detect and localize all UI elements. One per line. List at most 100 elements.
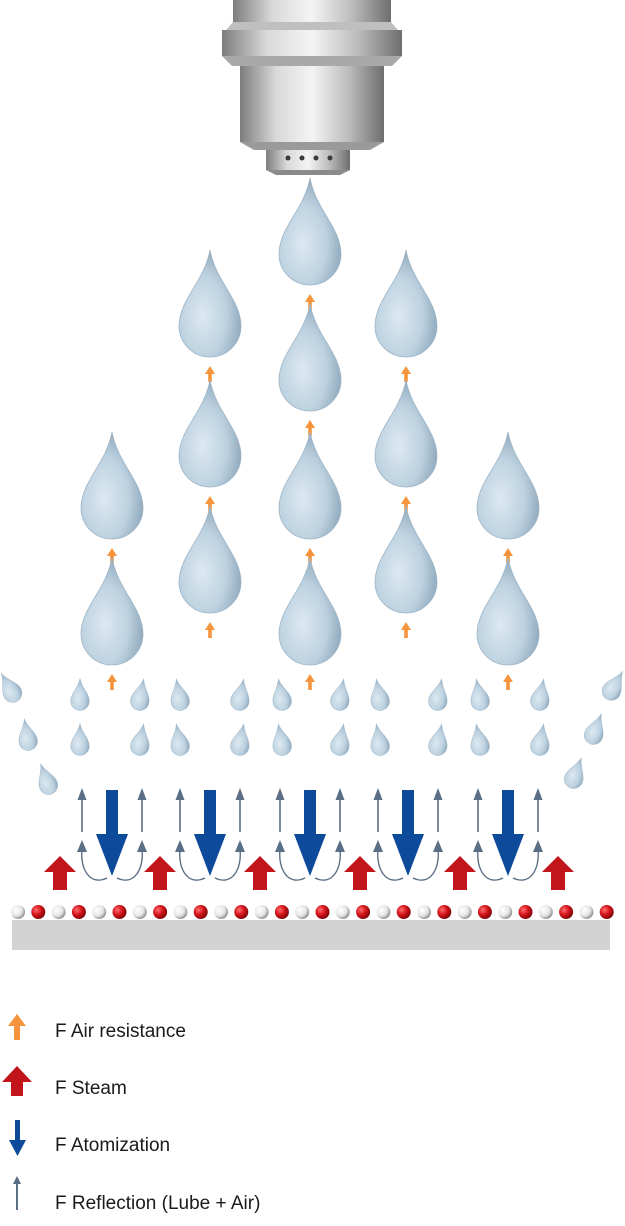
reflection-arrow-head [433,788,443,800]
droplet-icon [428,678,448,711]
legend-item-atomization: F Atomization [0,1118,625,1158]
steam-arrow [44,856,76,890]
reflection-arrow-head [533,788,543,800]
legend-label: F Air resistance [55,1021,186,1042]
reflection-arc [314,847,341,881]
white-particle [335,905,350,919]
air-resistance-arrow [401,496,411,512]
reflection-arrow-head [373,788,383,800]
reflection-arrow-head [175,788,185,800]
white-particle [457,905,472,919]
reflection-arrow-head [473,840,483,852]
reflection-arrow-head [433,840,443,852]
white-particle [579,905,594,919]
droplet-icon [178,379,242,488]
air-resistance-arrow [205,366,215,382]
droplet-icon [476,431,540,540]
droplet-icon [470,678,490,711]
white-particle [295,905,310,919]
white-particle [173,905,188,919]
air-resistance-arrow [107,674,117,690]
droplet-icon [178,505,242,614]
spray-nozzle-icon [222,0,402,175]
red-particle [193,905,208,919]
white-particle [498,905,513,919]
white-particle [51,905,66,919]
reflection-arrow-head [533,840,543,852]
droplet-icon [584,713,604,745]
air-resistance-arrow [401,366,411,382]
droplet-icon [80,431,144,540]
air-resistance-arrow [305,420,315,436]
air-resistance-arrow [401,622,411,638]
steam-arrow [244,856,276,890]
legend-item-air-resistance: F Air resistance [0,1010,625,1050]
red-particle [599,905,614,919]
droplet-icon [564,757,584,789]
blue-down-arrow-icon [9,1120,26,1156]
air-resistance-arrow [503,548,513,564]
reflection-arc [179,847,206,881]
white-particle [538,905,553,919]
droplet-icon [130,723,150,756]
red-particle [437,905,452,919]
droplet-icon [278,431,342,540]
atomization-arrow [392,790,424,876]
droplet-icon [330,678,350,711]
atomization-arrow [294,790,326,876]
reflection-arc [116,847,143,881]
reflection-arrow-head [473,788,483,800]
reflection-arc [377,847,404,881]
droplet-icon [18,718,38,751]
reflection-arrow-head [137,840,147,852]
droplet-icon [330,723,350,756]
air-resistance-arrow [107,548,117,564]
orange-up-arrow-icon [8,1014,26,1040]
reflection-arrow-head [175,840,185,852]
red-particle [396,905,411,919]
red-particle [477,905,492,919]
legend-item-steam: F Steam [0,1066,625,1106]
droplet-icon [476,557,540,666]
red-particle [274,905,289,919]
droplet-icon [178,249,242,358]
droplet-icon [170,678,190,711]
air-resistance-arrow [305,548,315,564]
air-resistance-arrow [305,674,315,690]
droplet-icon [70,678,90,711]
reflection-arc [214,847,241,881]
white-particle [376,905,391,919]
reflection-arc [477,847,504,881]
legend-label: F Steam [55,1078,127,1099]
steam-arrow [542,856,574,890]
white-particle [11,905,25,919]
droplet-icon [470,723,490,756]
atomization-arrow [492,790,524,876]
reflection-arrow-head [373,840,383,852]
droplet-icon [230,678,250,711]
droplet-icon [370,723,390,756]
reflection-arrow-head [235,840,245,852]
reflection-arc [412,847,439,881]
air-resistance-arrow [305,294,315,310]
droplet-icon [170,723,190,756]
reflection-arc [279,847,306,881]
red-up-arrow-icon [2,1066,32,1096]
droplet-icon [80,557,144,666]
droplet-icon [0,673,23,703]
droplet-icon [370,678,390,711]
droplet-icon [278,557,342,666]
red-particle [518,905,533,919]
white-particle [214,905,228,919]
reflection-arrow-head [275,788,285,800]
droplet-icon [530,678,550,711]
reflection-arrow-head [77,840,87,852]
red-particle [31,905,46,919]
droplet-icon [601,671,624,701]
white-particle [92,905,107,919]
droplet-icon [130,678,150,711]
air-resistance-arrow [205,496,215,512]
reflection-arrow-head [235,788,245,800]
reflection-arc [512,847,539,881]
droplet-icon [38,763,58,795]
